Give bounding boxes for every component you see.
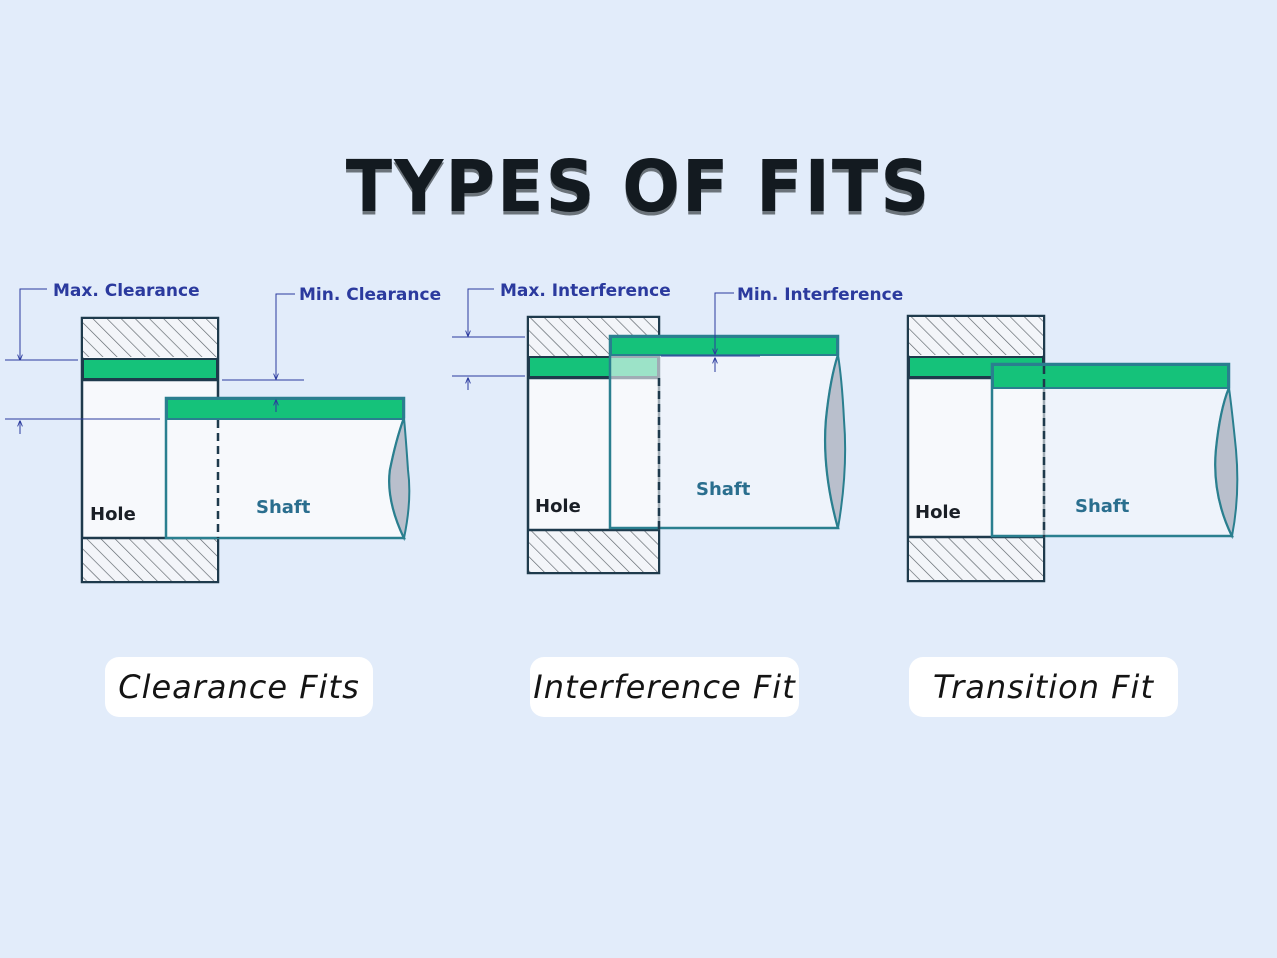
caption-clearance-fits: Clearance Fits xyxy=(105,657,373,717)
max-interference-label: Max. Interference xyxy=(500,281,671,301)
hole-wall-bottom xyxy=(909,537,1043,580)
hole-wall-top xyxy=(909,317,1043,355)
max-clearance-label: Max. Clearance xyxy=(53,281,200,301)
shaft-label: Shaft xyxy=(696,479,751,500)
hole-tolerance-band xyxy=(82,358,218,380)
hole-wall-bottom xyxy=(529,530,658,572)
shaft-tolerance-band xyxy=(610,336,838,356)
shaft-break xyxy=(388,417,411,542)
page-title: TYPES OF FITS xyxy=(345,146,932,229)
transition-fit-diagram: Hole Shaft xyxy=(906,314,1239,583)
shaft-label: Shaft xyxy=(256,497,311,518)
hole-label: Hole xyxy=(90,504,136,525)
caption-interference-fit: Interference Fit xyxy=(530,657,799,717)
hole-wall-top xyxy=(83,319,217,357)
shaft-break xyxy=(1214,384,1239,540)
min-interference-label: Min. Interference xyxy=(737,285,903,305)
hole-wall-bottom xyxy=(83,538,217,581)
clearance-fit-diagram: Max. Clearance Min. Clearance Hole Shaft xyxy=(5,281,441,584)
shaft-tolerance-band xyxy=(166,398,404,420)
shaft-label: Shaft xyxy=(1075,496,1130,517)
hole-label: Hole xyxy=(535,496,581,517)
interference-fit-diagram: Max. Interference Min. Interference Hole… xyxy=(452,281,903,575)
caption-transition-fit: Transition Fit xyxy=(909,657,1178,717)
min-clearance-label: Min. Clearance xyxy=(299,285,441,305)
shaft-break xyxy=(824,354,847,529)
shaft-tolerance-band xyxy=(992,364,1229,389)
hole-label: Hole xyxy=(915,502,961,523)
